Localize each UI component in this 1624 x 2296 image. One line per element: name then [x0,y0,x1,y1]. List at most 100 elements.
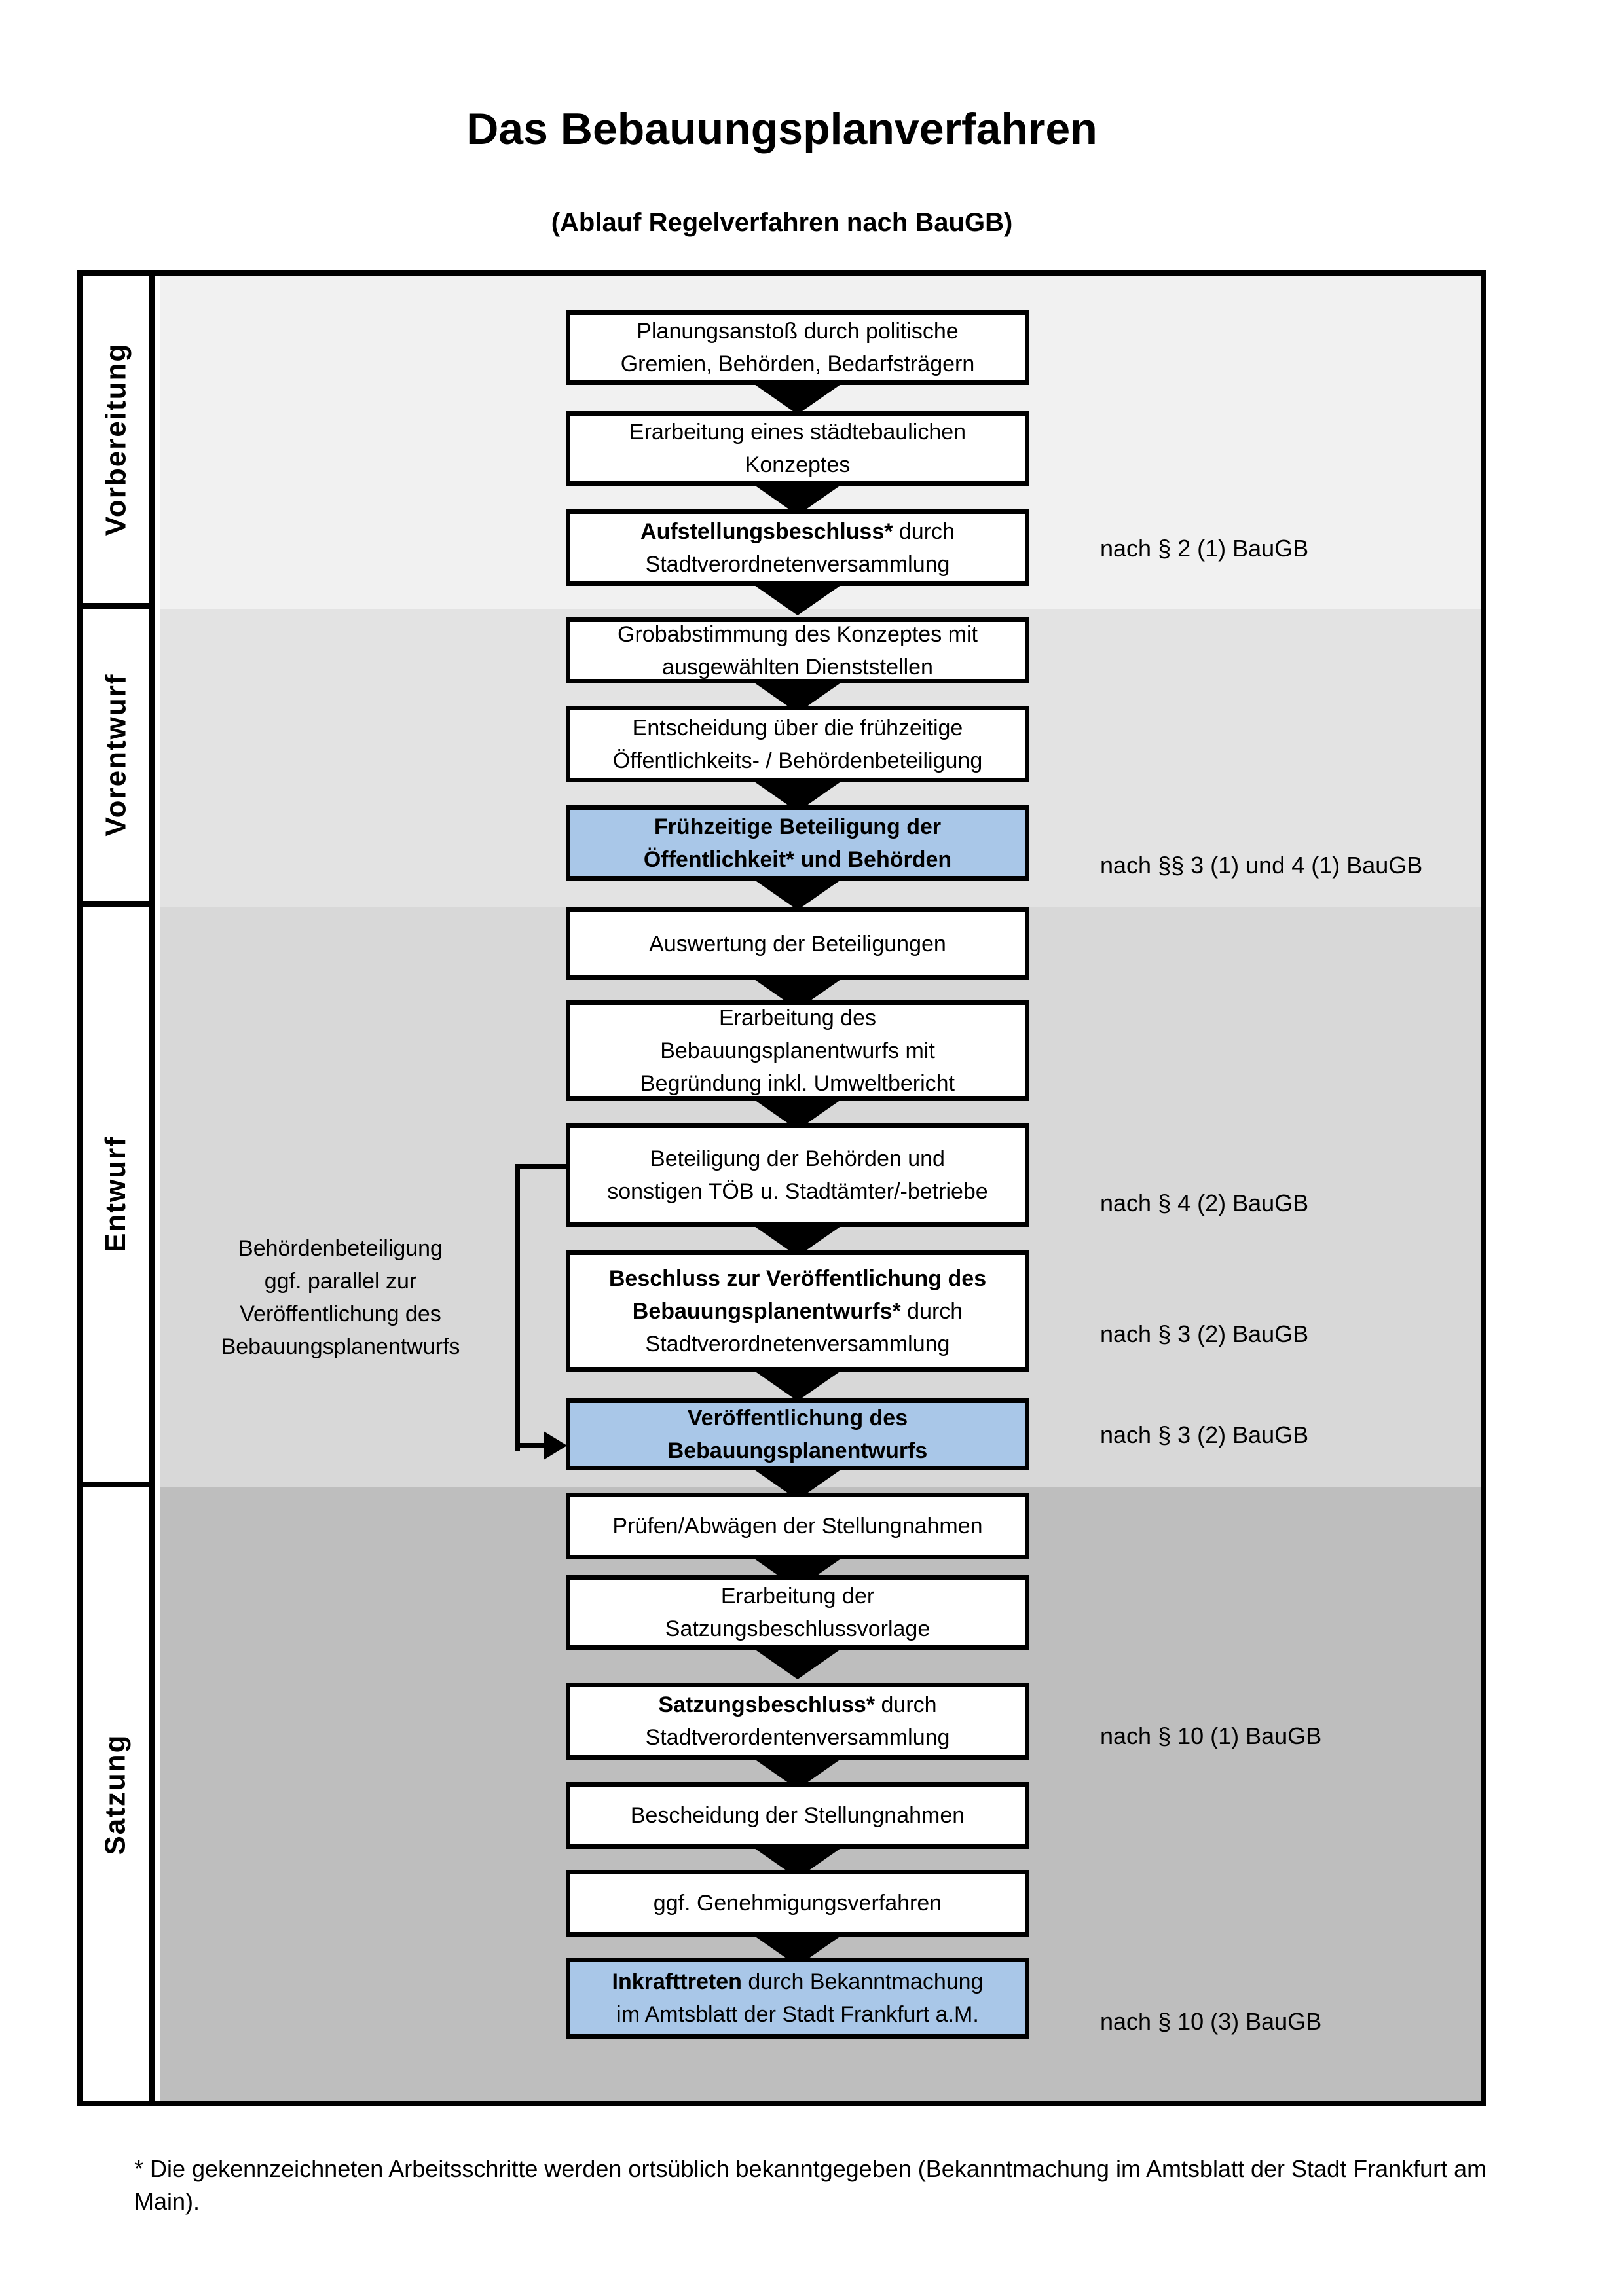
flow-box-bescheidung: Bescheidung der Stellungnahmen [566,1782,1029,1849]
side-note-line: Bebauungsplanentwurfs [221,1334,460,1359]
connector-line-vertical [515,1164,520,1451]
phase-label-vorentwurf: Vorentwurf [100,673,132,837]
box-text-bold: Bebauungsplanentwurfs [667,1438,928,1463]
box-text: Beteiligung der Behörden und [650,1146,945,1171]
box-text-bold: Öffentlichkeit* und Behörden [643,847,952,872]
phase-cell-satzung: Satzung [83,1487,149,2101]
phase-cell-vorentwurf: Vorentwurf [83,609,149,907]
box-line: Bescheidung der Stellungnahmen [631,1799,965,1832]
box-line: Grobabstimmung des Konzeptes mit [618,618,978,651]
box-text-bold: Satzungsbeschluss* [658,1692,876,1717]
box-line: Auswertung der Beteiligungen [649,928,946,960]
box-line: Veröffentlichung des [688,1402,908,1434]
box-text: ausgewählten Dienststellen [662,654,933,680]
box-line: Erarbeitung der [721,1580,874,1613]
box-text: Erarbeitung des [718,1005,877,1030]
box-line: Erarbeitung des [719,1002,876,1034]
phase-sidebar: Vorbereitung Vorentwurf Entwurf Satzung [83,276,155,2101]
box-text: Grobabstimmung des Konzeptes mit [618,621,978,647]
connector-line-bottom [515,1443,547,1448]
legal-ref-veroeffentlichung: nach § 3 (2) BauGB [1100,1421,1309,1448]
box-text-bold: Veröffentlichung des [687,1406,908,1430]
box-line: im Amtsblatt der Stadt Frankfurt a.M. [616,1998,979,2031]
box-line: Stadtverordnetenversammlung [646,548,950,581]
legal-ref-aufstellungsbeschluss: nach § 2 (1) BauGB [1100,535,1309,562]
box-text: Konzeptes [745,452,851,477]
box-text: Prüfen/Abwägen der Stellungnahmen [612,1514,983,1539]
flow-box-erarbeitung-entwurf: Erarbeitung des Bebauungsplanentwurfs mi… [566,1000,1029,1101]
flow-box-erarbeitung-konzept: Erarbeitung eines städtebaulichen Konzep… [566,411,1029,486]
phase-label-entwurf: Entwurf [100,1136,132,1252]
legal-ref-satzungsbeschluss: nach § 10 (1) BauGB [1100,1722,1322,1749]
box-text: Gremien, Behörden, Bedarfsträgern [620,352,975,376]
box-text: durch [875,1692,937,1717]
box-line: Bebauungsplanentwurfs mit [660,1034,935,1067]
arrow-down-icon [754,1371,841,1401]
side-note-line: Veröffentlichung des [240,1302,441,1326]
box-text-bold: Beschluss zur Veröffentlichung des [608,1266,987,1291]
arrow-down-icon [754,384,841,414]
box-line: Beteiligung der Behörden und [650,1142,945,1175]
page-subtitle: (Ablauf Regelverfahren nach BauGB) [551,208,1013,237]
page-title: Das Bebauungsplanverfahren [466,104,1098,154]
box-line: Stadtverordentenversammlung [646,1721,950,1754]
box-text-bold: Bebauungsplanentwurfs* [632,1298,901,1324]
arrow-right-icon [544,1431,567,1460]
box-line: Gremien, Behörden, Bedarfsträgern [621,348,975,380]
box-line: Erarbeitung eines städtebaulichen [629,416,966,448]
box-text: Bescheidung der Stellungnahmen [630,1803,965,1828]
phase-label-vorbereitung: Vorbereitung [100,342,132,536]
legal-ref-fruehzeitige-beteiligung: nach §§ 3 (1) und 4 (1) BauGB [1100,852,1423,879]
flow-box-satzungsvorlage: Erarbeitung der Satzungsbeschlussvorlage [566,1575,1029,1650]
legal-ref-inkrafttreten: nach § 10 (3) BauGB [1100,2008,1322,2035]
box-line: Frühzeitige Beteiligung der [654,811,941,843]
box-line: Stadtverordnetenversammlung [646,1328,950,1360]
box-line: Planungsanstoß durch politische [637,315,958,348]
arrow-down-icon [754,1649,841,1679]
flow-box-fruehzeitige-beteiligung: Frühzeitige Beteiligung der Öffentlichke… [566,805,1029,881]
flowchart-frame: Vorbereitung Vorentwurf Entwurf Satzung … [77,270,1486,2106]
box-text: Stadtverordnetenversammlung [645,551,950,577]
arrow-down-icon [754,585,841,615]
side-note-line: ggf. parallel zur [264,1269,417,1294]
box-text: Bebauungsplanentwurfs mit [660,1038,935,1063]
flow-box-behoerdenbeteiligung: Beteiligung der Behörden und sonstigen T… [566,1123,1029,1227]
legal-ref-behoerdenbeteiligung: nach § 4 (2) BauGB [1100,1190,1309,1216]
arrow-down-icon [754,880,841,910]
flow-box-planungsanstoss: Planungsanstoß durch politische Gremien,… [566,310,1029,385]
flow-box-genehmigungsverfahren: ggf. Genehmigungsverfahren [566,1870,1029,1937]
connector-line-top [515,1164,568,1169]
flow-box-satzungsbeschluss: Satzungsbeschluss* durch Stadtverordente… [566,1683,1029,1760]
box-text: Auswertung der Beteiligungen [649,931,946,957]
flow-box-inkrafttreten: Inkrafttreten durch Bekanntmachung im Am… [566,1958,1029,2039]
box-text: Begründung inkl. Umweltbericht [640,1070,955,1096]
box-text: ggf. Genehmigungsverfahren [653,1891,942,1916]
footnote: * Die gekennzeichneten Arbeitsschritte w… [134,2155,1487,2215]
phase-label-satzung: Satzung [100,1733,132,1855]
box-line: Prüfen/Abwägen der Stellungnahmen [612,1510,982,1542]
box-line: Entscheidung über die frühzeitige [633,712,963,744]
box-text: Planungsanstoß durch politische [637,319,959,344]
box-text: durch Bekanntmachung [741,1969,984,1994]
side-note-line: Behördenbeteiligung [238,1236,443,1261]
box-text: im Amtsblatt der Stadt Frankfurt a.M. [616,2002,979,2027]
box-line: Bebauungsplanentwurfs [668,1434,928,1467]
flow-box-grobabstimmung: Grobabstimmung des Konzeptes mit ausgewä… [566,617,1029,683]
box-line: Beschluss zur Veröffentlichung des [609,1262,986,1295]
box-line: Aufstellungsbeschluss* durch [640,515,955,548]
flow-box-auswertung: Auswertung der Beteiligungen [566,907,1029,980]
box-text-bold: Frühzeitige Beteiligung der [654,814,942,839]
box-text-bold: Aufstellungsbeschluss* [640,519,893,544]
box-text: durch [893,519,955,544]
box-text: Satzungsbeschlussvorlage [665,1616,931,1641]
box-text: Öffentlichkeits- / Behördenbeteiligung [612,748,983,773]
box-line: Bebauungsplanentwurfs* durch [633,1295,963,1328]
flow-box-aufstellungsbeschluss: Aufstellungsbeschluss* durch Stadtverord… [566,509,1029,586]
box-text: Erarbeitung eines städtebaulichen [629,420,967,445]
box-text: Erarbeitung der [720,1584,875,1609]
box-line: ggf. Genehmigungsverfahren [654,1887,942,1920]
box-text: sonstigen TÖB u. Stadtämter/-betriebe [607,1179,988,1204]
box-line: ausgewählten Dienststellen [662,651,933,683]
box-text: Stadtverordentenversammlung [645,1725,950,1750]
box-text-bold: Inkrafttreten [612,1969,742,1994]
